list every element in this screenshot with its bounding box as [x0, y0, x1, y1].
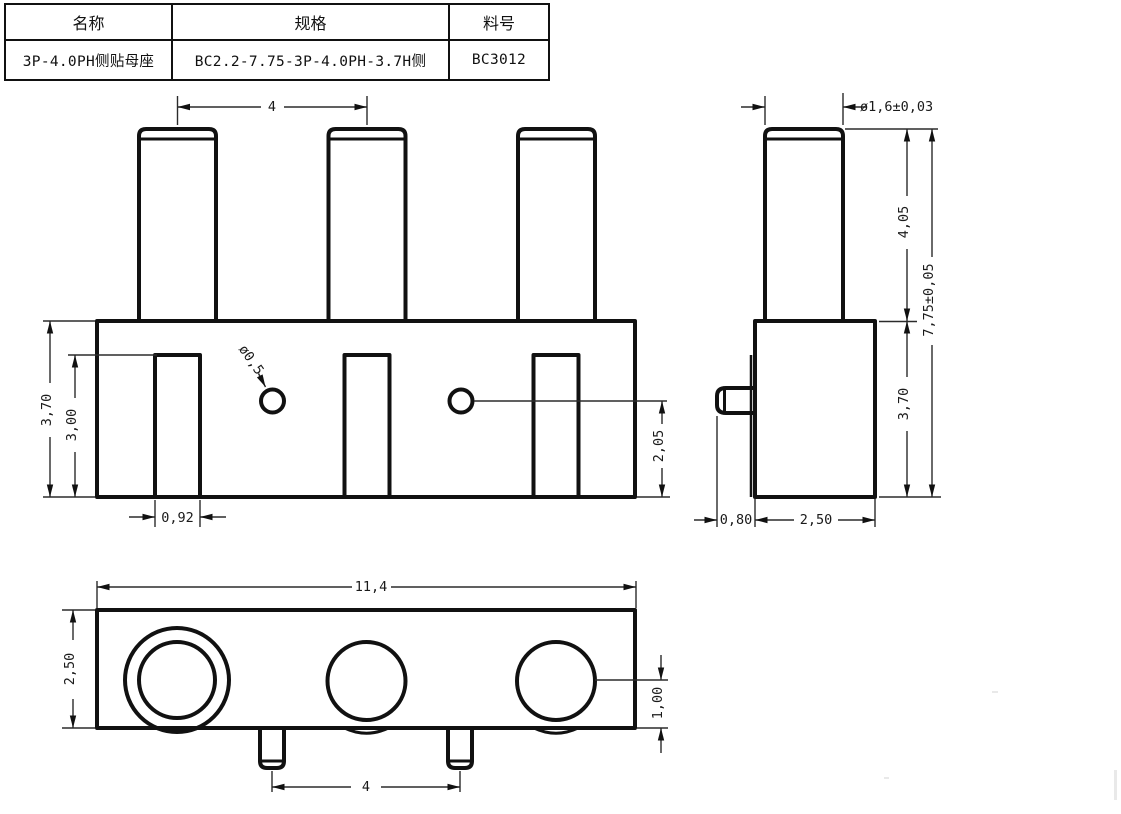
dim-front-hole-height: 2,05	[651, 430, 667, 463]
table-header-name: 名称	[6, 5, 173, 41]
bottom-circle-2	[325, 640, 408, 722]
front-hole-1	[259, 387, 286, 415]
side-body	[753, 319, 877, 499]
front-pin-1	[137, 127, 218, 321]
table-value-spec: BC2.2-7.75-3P-4.0PH-3.7H侧	[173, 41, 450, 79]
dim-side-pin-dia: ø1,6±0,03	[860, 99, 933, 115]
dim-front-body-height: 3,70	[39, 394, 55, 427]
dim-side-total-height: 7,75±0,05	[921, 263, 937, 336]
dim-front-slot-depth: 3,00	[64, 409, 80, 442]
dim-side-body-width: 2,50	[800, 512, 833, 528]
bottom-circle-3	[515, 640, 597, 722]
bottom-tab-2	[446, 728, 474, 770]
bottom-view	[95, 608, 637, 770]
front-slot-1	[153, 353, 202, 499]
bottom-tab-1	[258, 728, 286, 770]
table-value-partno: BC3012	[471, 52, 527, 68]
spec-table: 名称 规格 料号 3P-4.0PH侧贴母座 BC2.2-7.75-3P-4.0P…	[4, 3, 550, 81]
table-header-spec: 规格	[173, 5, 450, 41]
dim-front-slot-width: 0,92	[161, 510, 194, 526]
dim-bottom-depth: 2,50	[62, 653, 78, 686]
table-value-name: 3P-4.0PH侧贴母座	[6, 41, 173, 79]
front-view	[95, 127, 637, 499]
side-tab	[715, 386, 757, 415]
dim-side-tab-protrusion: 0,80	[720, 512, 753, 528]
dim-side-pin-length: 4,05	[896, 206, 912, 239]
side-view	[715, 127, 877, 499]
dimension-annotations: 4 3,70 3,00 0,92 ø0,5	[39, 93, 941, 795]
dim-bottom-tab-pitch: 4	[362, 779, 370, 795]
bottom-circle-1-inner	[137, 640, 217, 720]
dim-bottom-pin-offset: 1,00	[650, 687, 666, 720]
dim-front-pin-pitch: 4	[268, 99, 276, 115]
table-header-partno: 料号	[450, 5, 548, 41]
dim-bottom-overall-width: 11,4	[355, 579, 388, 595]
front-pin-3	[516, 127, 597, 321]
bottom-body	[95, 608, 637, 730]
front-slot-3	[531, 353, 581, 499]
dim-side-body-height: 3,70	[896, 388, 912, 421]
side-pin	[763, 127, 845, 321]
front-slot-2	[342, 353, 392, 499]
front-hole-2	[447, 387, 475, 415]
scan-artifacts	[884, 691, 1117, 800]
front-pin-2	[326, 127, 408, 321]
